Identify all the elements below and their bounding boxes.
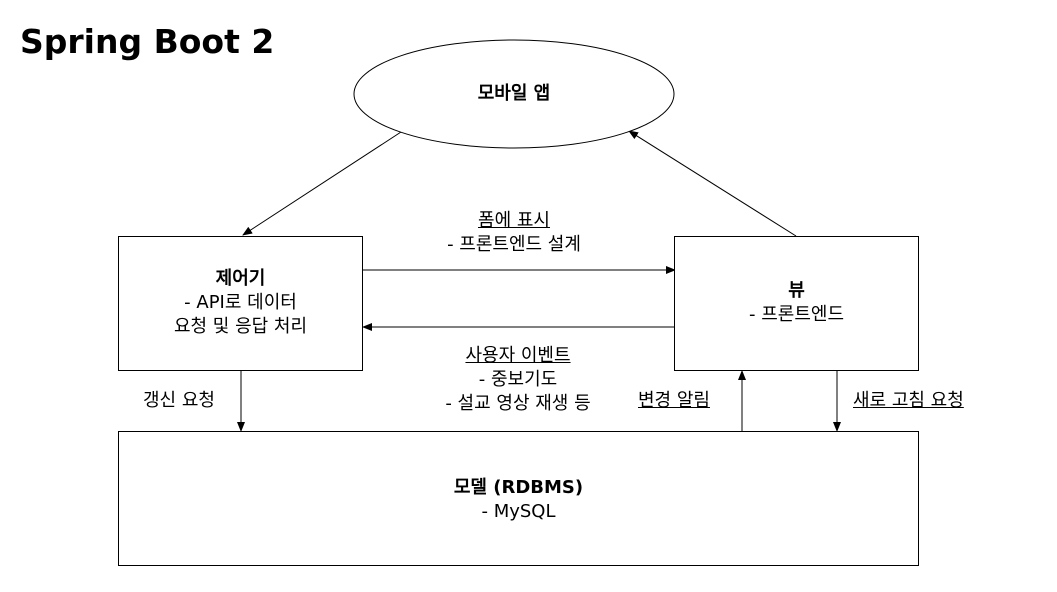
controller-title: 제어기 xyxy=(215,268,266,289)
user-event-title: 사용자 이벤트 xyxy=(465,345,571,366)
model-node: 모델 (RDBMS) - MySQL xyxy=(118,431,919,566)
edge-label-refresh-request: 새로 고침 요청 xyxy=(853,390,964,411)
user-event-line1: - 중보기도 xyxy=(478,369,558,390)
model-title: 모델 (RDBMS) xyxy=(453,477,584,498)
model-desc-line1: - MySQL xyxy=(481,501,556,522)
page-title: Spring Boot 2 xyxy=(20,22,275,61)
arrow-view-to-app xyxy=(628,130,797,237)
controller-desc-line2: 요청 및 응답 처리 xyxy=(173,316,308,337)
edge-label-update-request: 갱신 요청 xyxy=(143,390,215,411)
arrow-app-to-controller xyxy=(242,131,402,236)
edge-label-change-notify: 변경 알림 xyxy=(638,390,710,411)
edge-label-user-event: 사용자 이벤트 - 중보기도 - 설교 영상 재생 등 xyxy=(408,344,628,416)
view-title: 뷰 xyxy=(788,280,805,301)
mobile-app-ellipse xyxy=(353,39,675,149)
form-display-title: 폼에 표시 xyxy=(478,210,550,231)
form-display-line1: - 프론트엔드 설계 xyxy=(447,234,581,255)
mobile-app-label: 모바일 앱 xyxy=(477,83,551,104)
user-event-line2: - 설교 영상 재생 등 xyxy=(445,393,591,414)
controller-node: 제어기 - API로 데이터 요청 및 응답 처리 xyxy=(118,236,363,371)
controller-desc-line1: - API로 데이터 xyxy=(184,292,297,313)
edge-label-form-display: 폼에 표시 - 프론트엔드 설계 xyxy=(414,209,614,257)
view-node: 뷰 - 프론트엔드 xyxy=(674,236,919,371)
view-desc-line1: - 프론트엔드 xyxy=(748,304,845,325)
